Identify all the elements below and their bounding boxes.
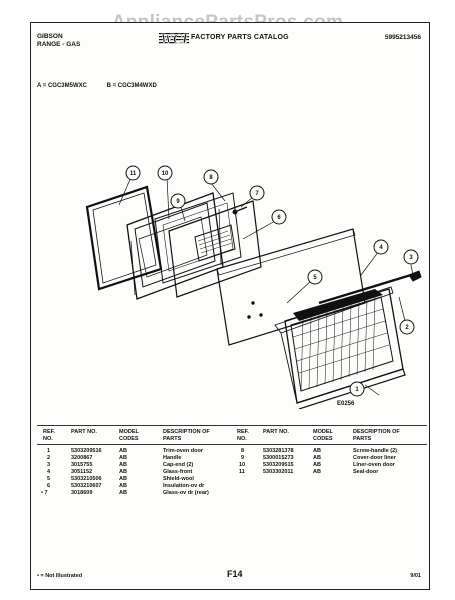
glass-front-part — [284, 288, 404, 404]
desc-cell: Glass-ov dr (rear) — [163, 490, 209, 496]
ref-cell: 10 — [239, 462, 246, 468]
part-cell: 5303210607 — [71, 483, 102, 489]
leader-lines — [118, 176, 414, 396]
ref-cell: 9 — [241, 455, 245, 461]
ref-cell: 11 — [239, 469, 245, 475]
model-cell: AB — [313, 462, 321, 468]
svg-text:2: 2 — [405, 325, 409, 331]
part-cell: 3015755 — [71, 462, 93, 468]
callout-1: 1 — [349, 381, 365, 397]
desc-cell: Cap-end (2) — [163, 462, 194, 468]
header-part-right: PART NO. — [263, 429, 289, 435]
desc-cell: Trim-oven door — [163, 448, 204, 454]
wci-logo: WCI — [159, 29, 189, 47]
callout-8: 8 — [203, 169, 219, 185]
part-cell: 5303210506 — [71, 476, 102, 482]
insulation-part — [168, 200, 262, 298]
callout-6: 6 — [271, 209, 287, 225]
part-cell: 3200867 — [71, 455, 93, 461]
desc-cell: Screw-handle (2) — [353, 448, 398, 454]
table-top-rule — [37, 425, 427, 426]
part-cell: 5303209516 — [71, 448, 102, 454]
header-ref-right: REF. NO. — [237, 429, 249, 442]
rear-glass-part — [154, 192, 242, 284]
callout-5: 5 — [307, 269, 323, 285]
exploded-door-diagram: 11 10 9 8 7 6 5 4 3 2 1 — [85, 165, 422, 409]
ref-cell: 3 — [47, 462, 51, 468]
callout-11: 11 — [125, 165, 141, 181]
part-cell: 3051152 — [71, 469, 93, 475]
svg-text:10: 10 — [162, 171, 169, 177]
desc-cell: Shield-wool — [163, 476, 194, 482]
header-desc-left: DESCRIPTION OF PARTS — [163, 429, 210, 442]
model-cell: AB — [313, 469, 321, 475]
header-desc-right: DESCRIPTION OF PARTS — [353, 429, 400, 442]
header-model-right: MODEL CODES — [313, 429, 333, 442]
ref-cell: 1 — [47, 448, 51, 454]
part-cell: 5303209515 — [263, 462, 294, 468]
model-cell: AB — [313, 448, 321, 454]
desc-cell: Seal-door — [353, 469, 379, 475]
model-cell: AB — [119, 469, 127, 475]
parts-catalog-page: GIBSON RANGE - GAS WCI FACTORY PARTS CAT… — [30, 22, 430, 590]
ref-cell: 5 — [47, 476, 51, 482]
model-legend: A = CGC3M5WXC B = CGC3M4WXD — [37, 83, 175, 89]
footer-note: • = Not Illustrated — [37, 573, 83, 579]
part-cell: 3018609 — [71, 490, 93, 496]
callout-10: 10 — [157, 165, 173, 181]
catalog-number: 5995213456 — [384, 34, 421, 41]
header-ref-left: REF. NO. — [43, 429, 55, 442]
model-cell: AB — [119, 462, 127, 468]
svg-text:4: 4 — [379, 245, 383, 251]
desc-cell: Handle — [163, 455, 182, 461]
catalog-title: FACTORY PARTS CATALOG — [191, 34, 289, 41]
handle-screw-part — [232, 206, 248, 215]
revision-date: 9/01 — [410, 573, 421, 579]
model-cell: AB — [119, 455, 127, 461]
svg-text:WCI: WCI — [160, 32, 188, 47]
header-model-left: MODEL CODES — [119, 429, 139, 442]
ref-cell: 2 — [47, 455, 51, 461]
ref-cell: 8 — [241, 448, 245, 454]
brand-block: GIBSON RANGE - GAS — [37, 33, 80, 49]
model-b: B = CGC3M4WXD — [106, 83, 157, 89]
part-cell: 5300015273 — [263, 455, 294, 461]
callout-9: 9 — [170, 193, 186, 209]
model-cell: AB — [119, 483, 127, 489]
model-cell: AB — [313, 455, 321, 461]
model-cell: AB — [119, 490, 127, 496]
desc-cell: Insulation-ov dr — [163, 483, 205, 489]
callout-7: 7 — [249, 185, 265, 201]
svg-text:6: 6 — [277, 215, 281, 221]
ref-cell: 4 — [47, 469, 51, 475]
desc-cell: Cover-door liner — [353, 455, 396, 461]
part-cell: 5303281378 — [263, 448, 294, 454]
callout-2: 2 — [399, 319, 415, 335]
svg-text:7: 7 — [255, 191, 259, 197]
header-part-left: PART NO. — [71, 429, 97, 435]
ref-cell: • 7 — [41, 490, 48, 496]
brand-name: GIBSON — [37, 33, 63, 40]
desc-cell: Liner-oven door — [353, 462, 395, 468]
svg-text:3: 3 — [409, 255, 413, 261]
callout-3: 3 — [403, 249, 419, 265]
ref-cell: 6 — [47, 483, 51, 489]
table-header-rule — [37, 444, 427, 445]
diagram-code: E0256 — [337, 401, 355, 407]
svg-text:5: 5 — [313, 275, 317, 281]
handle-part — [318, 270, 422, 305]
svg-text:1: 1 — [355, 387, 359, 393]
product-type: RANGE - GAS — [37, 41, 81, 48]
part-cell: 5303302011 — [263, 469, 294, 475]
svg-text:11: 11 — [130, 171, 137, 177]
model-a: A = CGC3M5WXC — [37, 83, 87, 89]
callout-4: 4 — [373, 239, 389, 255]
svg-text:8: 8 — [209, 175, 213, 181]
model-cell: AB — [119, 448, 127, 454]
model-cell: AB — [119, 476, 127, 482]
door-seal-part — [85, 185, 163, 291]
desc-cell: Glass-front — [163, 469, 193, 475]
svg-text:9: 9 — [176, 199, 180, 205]
page-number: F14 — [227, 569, 243, 579]
